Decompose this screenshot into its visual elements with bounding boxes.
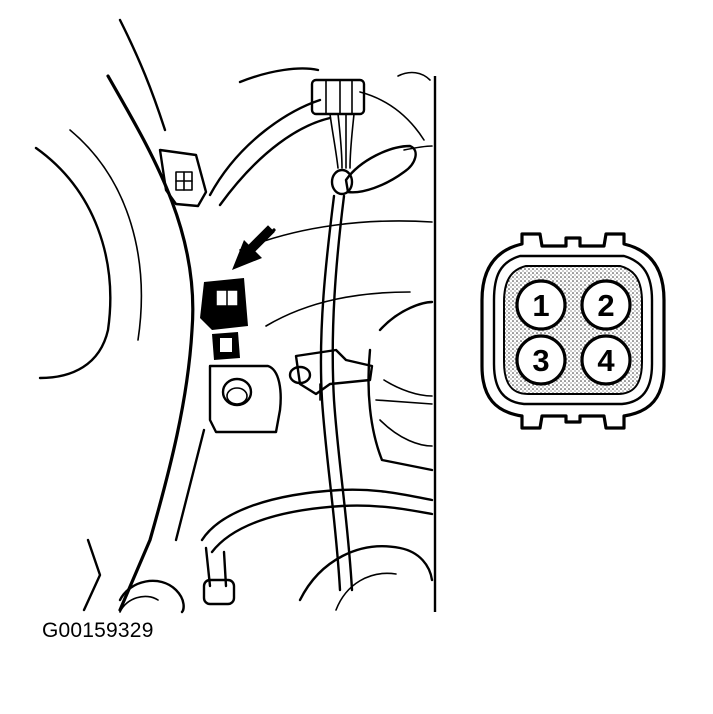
locator-arrow-icon: [232, 225, 276, 270]
pin-3: 3: [515, 334, 567, 386]
left-panel-inner: [69, 129, 143, 341]
upper-contour: [118, 18, 167, 132]
harness-wire-d: [359, 91, 425, 141]
target-connector: [200, 278, 248, 360]
lower-left-edge: [82, 538, 102, 612]
top-right-curl: [397, 71, 431, 81]
mount-bracket: [174, 364, 282, 542]
pin-4: 4: [580, 334, 632, 386]
left-panel-outline: [34, 146, 112, 380]
lower-hose: [200, 488, 434, 606]
cylinder-component: [367, 300, 434, 472]
vertical-cable-left: [319, 194, 342, 592]
harness-wire-a: [208, 98, 322, 197]
harness-wire-b: [218, 116, 332, 207]
upper-connector: [158, 148, 208, 208]
connector-inner-rim: [492, 254, 654, 406]
location-view: [34, 18, 437, 614]
bottom-inner: [119, 595, 159, 613]
pin-2-label: 2: [597, 288, 614, 323]
main-contour: [106, 74, 195, 612]
pin-4-label: 4: [597, 343, 615, 378]
pin-1-label: 1: [532, 288, 549, 323]
pin-2: 2: [580, 279, 632, 331]
wire-clip: [330, 144, 433, 196]
pin-1: 1: [515, 279, 567, 331]
pin-3-label: 3: [532, 343, 549, 378]
stub-oval: [288, 365, 312, 385]
mid-bracket: [294, 348, 374, 401]
connector-housing: [480, 232, 666, 430]
bottom-round: [118, 579, 185, 614]
top-connector: [310, 78, 366, 169]
connector-face-view: 1 2 3 4: [480, 232, 666, 430]
vertical-cable-right: [331, 194, 354, 592]
bottom-right-inner: [335, 572, 397, 611]
figure-code: G00159329: [42, 619, 154, 642]
bg-arc-2: [265, 291, 411, 327]
harness-wire-c: [238, 67, 320, 84]
bottom-right-curve: [298, 545, 434, 602]
